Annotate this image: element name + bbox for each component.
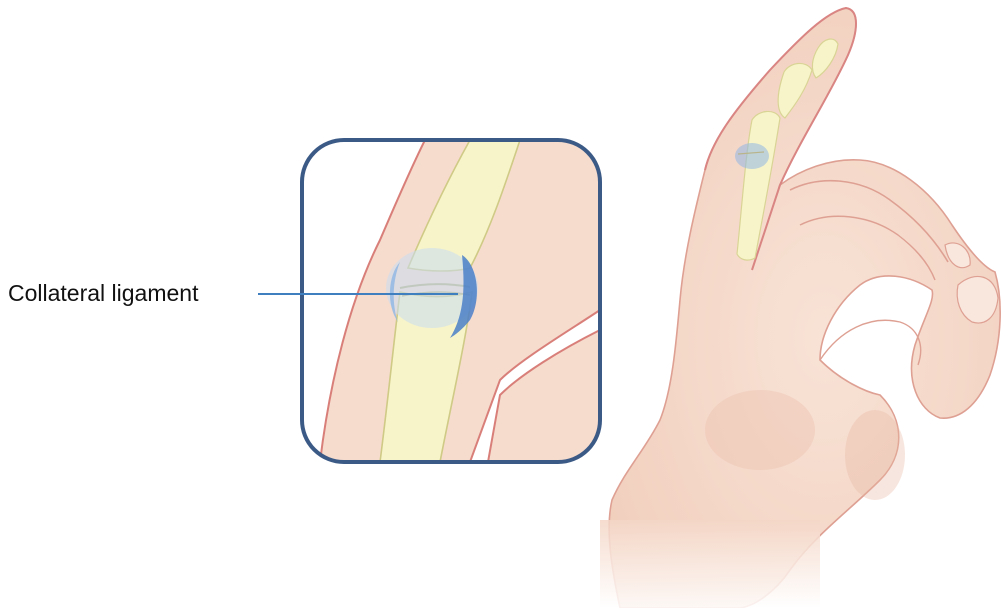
palm-shadow [705, 390, 815, 470]
collateral-ligament-label: Collateral ligament [8, 280, 198, 307]
thumb-line [820, 320, 921, 365]
hand-ligament-highlight [735, 143, 769, 169]
wrist-fade [600, 520, 820, 608]
thenar-shadow [845, 410, 905, 500]
hand-illustration [600, 8, 1000, 608]
inset-zoom [302, 140, 600, 462]
hand-skin [609, 8, 1000, 608]
